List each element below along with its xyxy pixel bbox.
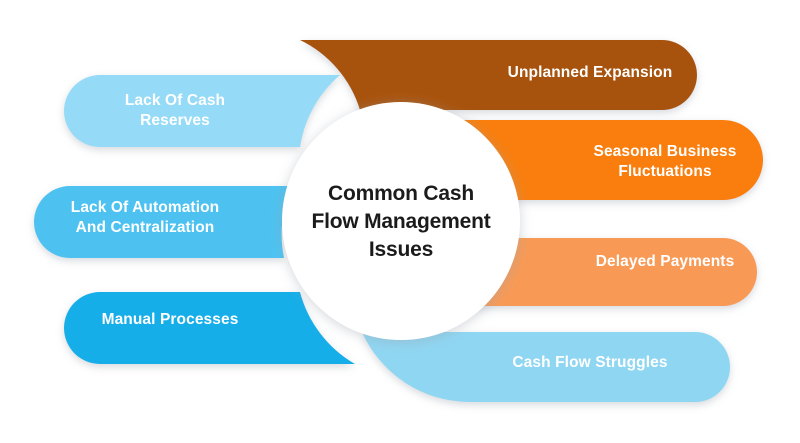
center-title: Common Cash Flow Management Issues <box>311 182 491 261</box>
branch-shape-manual-processes[interactable] <box>64 292 355 364</box>
branch-shape-unplanned-expansion[interactable] <box>300 40 697 110</box>
branch-shape-lack-of-cash-reserves[interactable] <box>64 75 340 147</box>
branch-shape-lack-of-automation-and-centralization[interactable] <box>34 186 292 258</box>
center-circle <box>282 102 520 340</box>
branch-shape-cash-flow-struggles[interactable] <box>362 332 730 403</box>
